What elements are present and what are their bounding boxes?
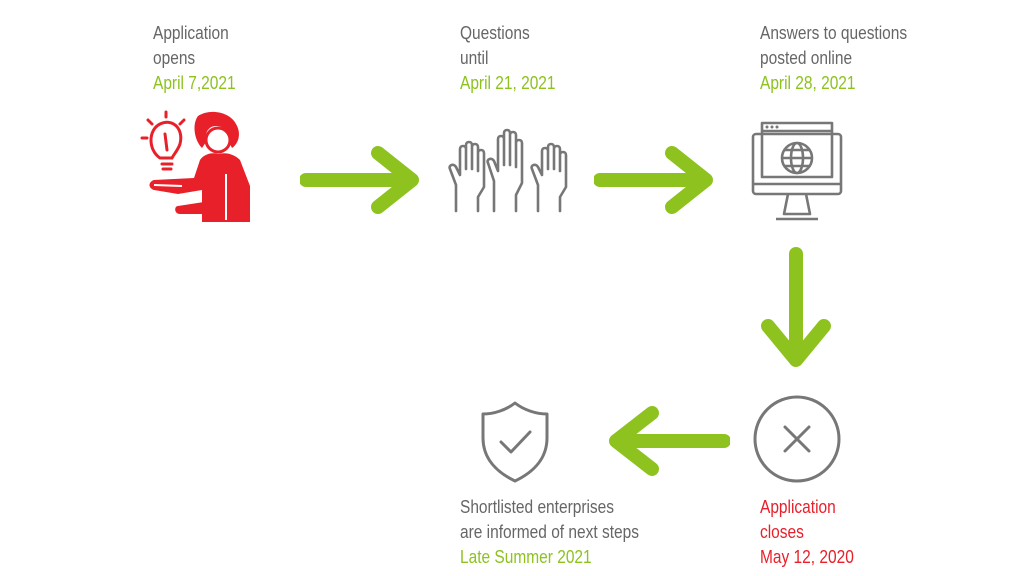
step-closes-date: May 12, 2020 bbox=[760, 547, 854, 567]
step-closes-line1: Application bbox=[760, 497, 836, 517]
person-lightbulb-icon bbox=[140, 110, 250, 222]
step-answers-label: Answers to questions posted online April… bbox=[760, 21, 907, 96]
arrow-right-2 bbox=[594, 146, 713, 214]
arrow-right-1 bbox=[300, 146, 419, 214]
step-questions-date: April 21, 2021 bbox=[460, 73, 556, 93]
step-answers-date: April 28, 2021 bbox=[760, 73, 856, 93]
arrow-left bbox=[609, 406, 730, 476]
step-shortlist-line2: are informed of next steps bbox=[460, 522, 639, 542]
step-questions-label: Questions until April 21, 2021 bbox=[460, 21, 556, 96]
shield-check-icon bbox=[481, 401, 549, 483]
step-opens-label: Application opens April 7,2021 bbox=[153, 21, 236, 96]
raised-hands-icon bbox=[448, 128, 568, 213]
step-shortlist-label: Shortlisted enterprises are informed of … bbox=[460, 495, 639, 570]
step-questions-line1: Questions bbox=[460, 23, 530, 43]
step-shortlist-line1: Shortlisted enterprises bbox=[460, 497, 615, 517]
step-answers-line1: Answers to questions bbox=[760, 23, 908, 43]
step-opens-line1: Application bbox=[153, 23, 229, 43]
arrow-down bbox=[761, 247, 831, 367]
step-closes-label: Application closes May 12, 2020 bbox=[760, 495, 854, 570]
step-shortlist-date: Late Summer 2021 bbox=[460, 547, 592, 567]
step-closes-line2: closes bbox=[760, 522, 804, 542]
close-circle-icon bbox=[753, 395, 841, 483]
step-questions-line2: until bbox=[460, 48, 489, 68]
step-answers-line2: posted online bbox=[760, 48, 853, 68]
monitor-globe-icon bbox=[751, 121, 843, 221]
step-opens-date: April 7,2021 bbox=[153, 73, 236, 93]
step-opens-line2: opens bbox=[153, 48, 196, 68]
